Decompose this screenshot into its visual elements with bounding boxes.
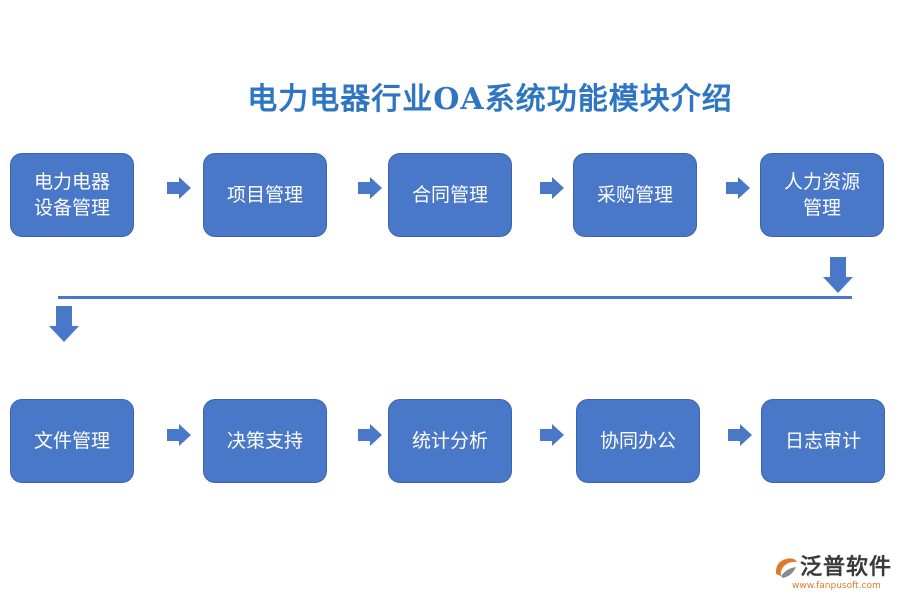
right-arrow-icon — [167, 424, 191, 446]
module-box-hr: 人力资源 管理 — [760, 153, 884, 237]
module-box-contract: 合同管理 — [388, 153, 512, 237]
right-arrow-icon — [167, 177, 191, 199]
module-box-procurement: 采购管理 — [573, 153, 697, 237]
down-arrow-icon — [823, 257, 853, 293]
brand-name: 泛普软件 — [800, 555, 893, 580]
connector-line — [58, 296, 852, 299]
module-box-decision: 决策支持 — [203, 399, 327, 483]
right-arrow-icon — [358, 424, 382, 446]
module-box-project: 项目管理 — [203, 153, 327, 237]
right-arrow-icon — [726, 177, 750, 199]
brand-logo: 泛普软件 www.fanpusoft.com — [772, 554, 894, 596]
right-arrow-icon — [540, 177, 564, 199]
diagram-title: 电力电器行业OA系统功能模块介绍 — [247, 82, 733, 117]
module-box-statistics: 统计分析 — [388, 399, 512, 483]
down-arrow-icon — [49, 306, 79, 342]
module-box-log-audit: 日志审计 — [761, 399, 885, 483]
module-box-document: 文件管理 — [10, 399, 134, 483]
module-box-power-equipment: 电力电器 设备管理 — [10, 153, 134, 237]
right-arrow-icon — [540, 424, 564, 446]
module-box-collaboration: 协同办公 — [576, 399, 700, 483]
right-arrow-icon — [358, 177, 382, 199]
right-arrow-icon — [728, 424, 752, 446]
brand-mark-icon — [772, 554, 800, 582]
brand-url: www.fanpusoft.com — [792, 581, 881, 591]
